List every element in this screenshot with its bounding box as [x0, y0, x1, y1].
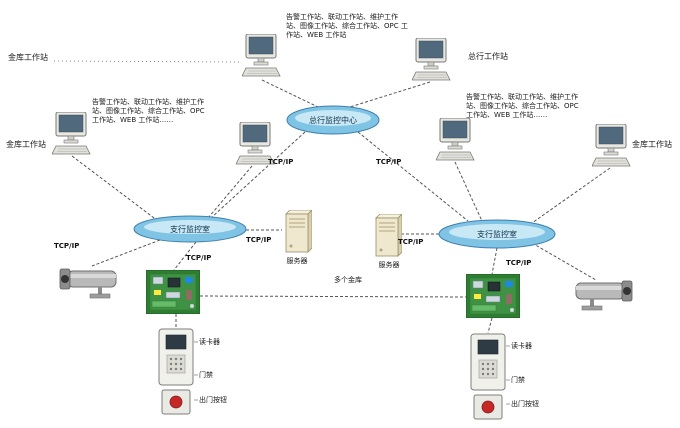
- label-multiple-vaults: 多个金库: [334, 276, 362, 284]
- workstation-right-outer-icon: [592, 124, 631, 167]
- workstation-top-right-icon: [412, 38, 451, 81]
- label-ring-right: 支行监控室: [477, 230, 517, 239]
- label-connectors: [194, 341, 510, 405]
- label-card-reader-right: 读卡器: [511, 342, 532, 350]
- label-ring-left: 支行监控室: [170, 225, 210, 234]
- controller-board-left-icon: [146, 270, 200, 314]
- workstation-left-outer-icon: [52, 112, 91, 155]
- annotation-left: 告警工作站、联动工作站、维护工作站、图像工作站、综合工作站、OPC 工作站、WE…: [92, 98, 205, 125]
- label-server-right: 服务器: [378, 261, 400, 269]
- ring-branch-left: [133, 215, 247, 243]
- tcpip-label-center-right: TCP/IP: [376, 158, 402, 166]
- workstation-top-left-icon: [242, 34, 281, 77]
- tcpip-label-center-left: TCP/IP: [268, 158, 294, 166]
- connection-lines: [71, 79, 611, 334]
- tcpip-label-board-left: TCP/IP: [186, 254, 212, 262]
- tcpip-label-camera-left: TCP/IP: [54, 242, 80, 250]
- access-device-right-icon: [470, 333, 506, 420]
- label-door-left: 门禁: [199, 371, 213, 379]
- label-vault-workstation-left: 金库工作站: [6, 140, 46, 149]
- label-door-right: 门禁: [511, 376, 525, 384]
- annotation-top: 告警工作站、联动工作站、维护工作站、图像工作站、综合工作站、OPC 工作站、WE…: [286, 13, 408, 40]
- label-vault-workstation-top-left: 金库工作站: [8, 53, 48, 62]
- server-right-icon: [375, 214, 402, 257]
- cctv-camera-right-icon: [575, 280, 633, 311]
- tcpip-label-server-left: TCP/IP: [246, 236, 272, 244]
- label-exit-button-left: 出门按钮: [199, 396, 227, 404]
- tcpip-label-server-right: TCP/IP: [398, 238, 424, 246]
- label-card-reader-left: 读卡器: [199, 338, 220, 346]
- label-server-left: 服务器: [286, 257, 308, 265]
- ring-head-office: [286, 105, 380, 135]
- cctv-camera-left-icon: [59, 268, 117, 299]
- workstation-right-inner-icon: [436, 118, 475, 161]
- leader-dots-top-left: [53, 60, 241, 63]
- ring-branch-right: [438, 219, 556, 249]
- access-device-left-icon: [158, 328, 194, 415]
- label-exit-button-right: 出门按钮: [511, 400, 539, 408]
- annotation-right: 告警工作站、联动工作站、维护工作站、图像工作站、综合工作站、OPC 工作站、WE…: [466, 93, 579, 120]
- label-head-office-workstation: 总行工作站: [468, 52, 508, 61]
- controller-board-right-icon: [466, 274, 520, 318]
- label-vault-workstation-right: 金库工作站: [632, 140, 672, 149]
- label-ring-center: 总行监控中心: [309, 116, 357, 125]
- server-left-icon: [285, 210, 312, 253]
- tcpip-label-board-right: TCP/IP: [506, 259, 532, 267]
